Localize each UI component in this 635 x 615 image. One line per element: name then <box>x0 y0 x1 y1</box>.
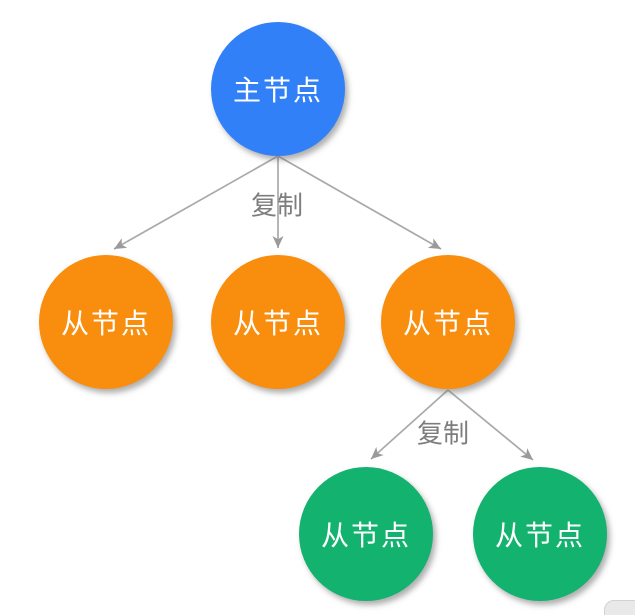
node-master: 主节点 <box>211 22 345 156</box>
edge-master-slave3 <box>277 155 442 250</box>
edge-label-replicate-top: 复制 <box>250 190 304 221</box>
node-master-label: 主节点 <box>232 75 323 106</box>
node-slave-5-label: 从节点 <box>494 520 585 551</box>
corner-floating-button[interactable] <box>604 600 635 615</box>
node-slave-4: 从节点 <box>299 467 433 601</box>
node-slave-1-label: 从节点 <box>60 308 151 339</box>
node-slave-1: 从节点 <box>39 255 173 389</box>
node-slave-2-label: 从节点 <box>232 308 323 339</box>
edge-master-slave1 <box>113 155 279 250</box>
node-slave-2: 从节点 <box>211 255 345 389</box>
node-slave-3: 从节点 <box>381 255 515 389</box>
node-slave-3-label: 从节点 <box>402 308 493 339</box>
node-slave-5: 从节点 <box>473 467 607 601</box>
edge-slave3-slave5 <box>447 389 534 461</box>
edge-label-replicate-bottom: 复制 <box>416 418 470 449</box>
edge-slave3-slave4 <box>370 389 449 460</box>
node-slave-4-label: 从节点 <box>320 520 411 551</box>
